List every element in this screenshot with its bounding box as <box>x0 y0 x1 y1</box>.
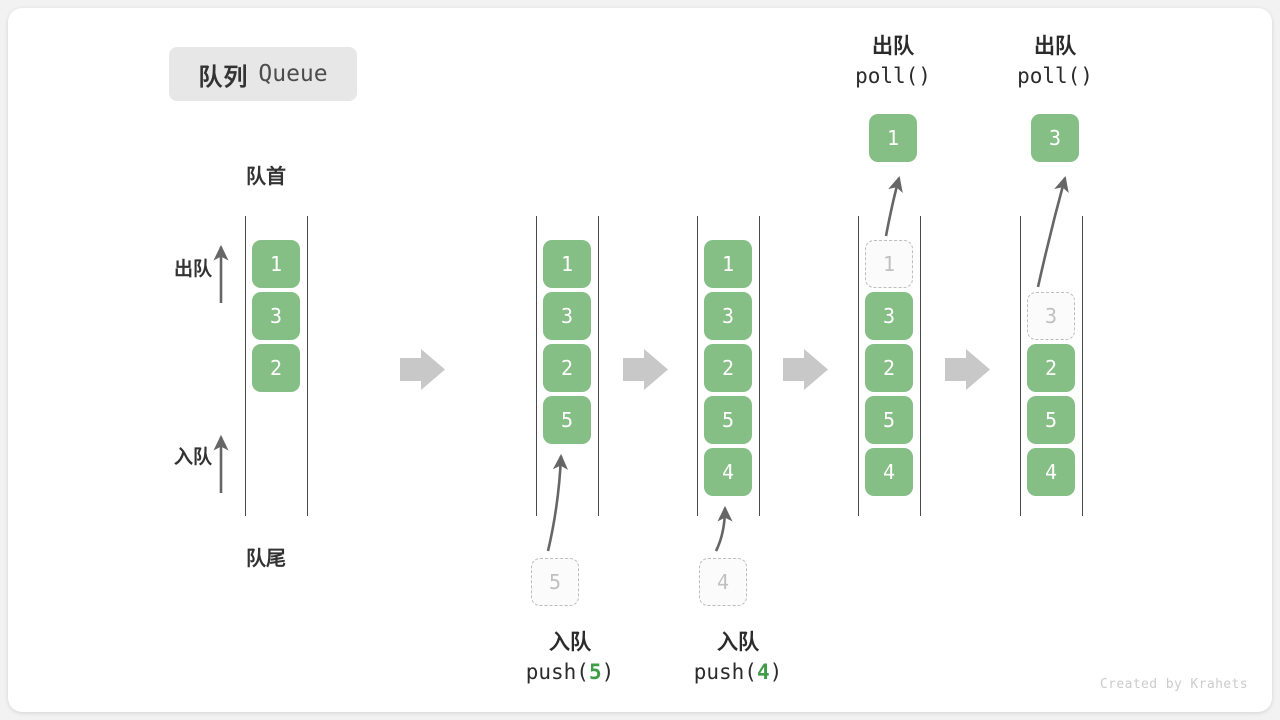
cell-col4-3: 5 <box>865 396 913 444</box>
queue-head-label: 队首 <box>246 166 286 188</box>
pending-cell-4: 4 <box>699 558 747 606</box>
rail-left-col4 <box>858 216 859 516</box>
cell-col2-3: 5 <box>543 396 591 444</box>
cell-col5-3: 5 <box>1027 396 1075 444</box>
rail-left-col3 <box>697 216 698 516</box>
rail-right-col1 <box>307 216 308 516</box>
output-cell-1: 1 <box>869 114 917 162</box>
operation-cn-push-4: 入队 <box>717 631 759 654</box>
rail-right-col5 <box>1082 216 1083 516</box>
cell-col2-0: 1 <box>543 240 591 288</box>
cell-col3-3: 5 <box>704 396 752 444</box>
push-5-arrow <box>546 453 568 552</box>
title-english: Queue <box>258 61 328 87</box>
push-4-suffix: ) <box>769 659 783 684</box>
rail-left-col5 <box>1020 216 1021 516</box>
cell-col3-4: 4 <box>704 448 752 496</box>
diagram-card: 队列 Queue 队首 队尾 出队 入队 1 3 2 1 3 2 5 5 入队 … <box>8 8 1272 712</box>
enqueue-side-label: 入队 <box>173 447 212 468</box>
push-5-prefix: push( <box>525 659 589 684</box>
operation-fn-push-4: push(4) <box>663 658 813 688</box>
credit-text: Created by Krahets <box>1099 677 1248 692</box>
output-cell-3: 3 <box>1031 114 1079 162</box>
push-4-arg: 4 <box>756 659 770 684</box>
rail-left-col2 <box>536 216 537 516</box>
operation-label-push-4: 入队 push(4) <box>663 628 813 688</box>
poll-3-arrow <box>1036 175 1069 288</box>
operation-cn-poll-3: 出队 <box>1034 35 1076 58</box>
step-arrow-3 <box>783 349 828 390</box>
rail-left-col1 <box>245 216 246 516</box>
cell-col4-1: 3 <box>865 292 913 340</box>
queue-tail-label: 队尾 <box>246 548 286 570</box>
cell-col4-4: 4 <box>865 448 913 496</box>
step-arrow-4 <box>945 349 990 390</box>
cell-col1-2: 2 <box>252 344 300 392</box>
push-5-suffix: ) <box>601 659 615 684</box>
poll-3-prefix: poll( <box>1017 63 1081 88</box>
step-arrow-2 <box>623 349 668 390</box>
diagram-stage: 队列 Queue 队首 队尾 出队 入队 1 3 2 1 3 2 5 5 入队 … <box>8 8 1272 712</box>
cell-col2-2: 2 <box>543 344 591 392</box>
rail-right-col3 <box>759 216 760 516</box>
cell-col4-2: 2 <box>865 344 913 392</box>
operation-label-push-5: 入队 push(5) <box>495 628 645 688</box>
operation-label-poll-3: 出队 poll() <box>980 32 1130 92</box>
poll-1-suffix: ) <box>918 63 931 88</box>
cell-col5-2: 2 <box>1027 344 1075 392</box>
rail-right-col2 <box>598 216 599 516</box>
operation-cn-push-5: 入队 <box>549 631 591 654</box>
poll-1-prefix: poll( <box>855 63 919 88</box>
operation-fn-push-5: push(5) <box>495 658 645 688</box>
operation-cn-poll-1: 出队 <box>872 35 914 58</box>
pending-cell-5: 5 <box>531 558 579 606</box>
push-4-prefix: push( <box>693 659 757 684</box>
cell-col1-1: 3 <box>252 292 300 340</box>
push-5-arg: 5 <box>588 659 602 684</box>
dequeue-side-label: 出队 <box>173 259 212 280</box>
cell-col5-1: 3 <box>1027 292 1075 340</box>
push-4-arrow <box>714 505 733 552</box>
title-badge: 队列 Queue <box>169 47 357 101</box>
poll-3-suffix: ) <box>1080 63 1093 88</box>
cell-col3-1: 3 <box>704 292 752 340</box>
operation-label-poll-1: 出队 poll() <box>818 32 968 92</box>
cell-col1-0: 1 <box>252 240 300 288</box>
cell-col3-2: 2 <box>704 344 752 392</box>
title-chinese: 队列 <box>198 63 249 91</box>
cell-col4-0: 1 <box>865 240 913 288</box>
poll-1-arrow <box>884 175 903 237</box>
operation-fn-poll-3: poll() <box>980 62 1130 92</box>
cell-col2-1: 3 <box>543 292 591 340</box>
cell-col3-0: 1 <box>704 240 752 288</box>
step-arrow-1 <box>400 349 445 390</box>
cell-col5-4: 4 <box>1027 448 1075 496</box>
rail-right-col4 <box>920 216 921 516</box>
operation-fn-poll-1: poll() <box>818 62 968 92</box>
